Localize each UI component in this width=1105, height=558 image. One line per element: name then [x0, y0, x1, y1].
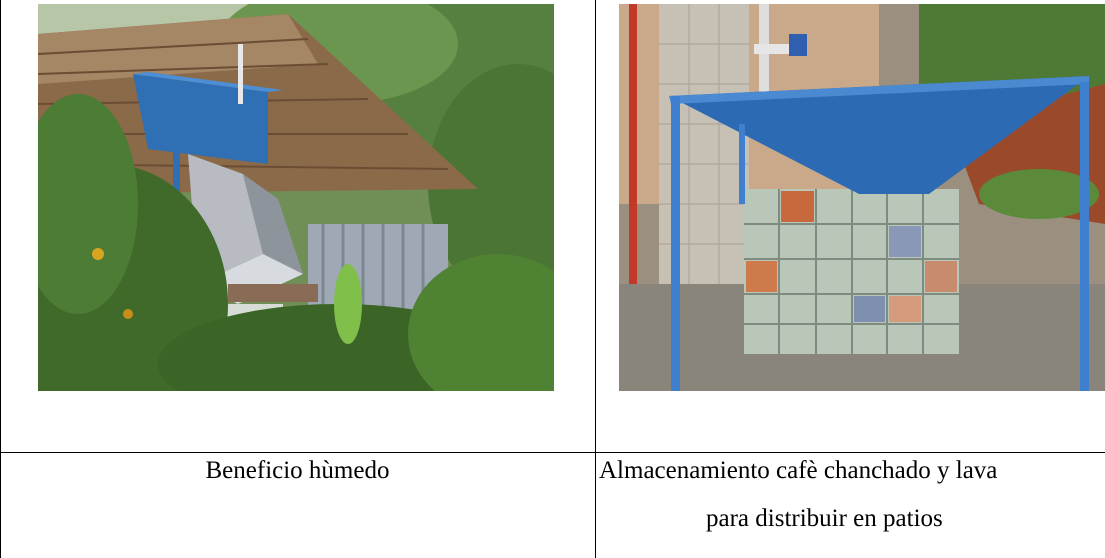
photo-almacenamiento-cafe — [619, 4, 1105, 391]
caption-line: Beneficio hùmedo — [205, 457, 390, 484]
table-border-left — [0, 0, 1, 558]
caption-line: para distribuir en patios — [706, 505, 943, 532]
photo-beneficio-humedo — [38, 4, 554, 391]
table-row-divider — [0, 452, 1105, 453]
caption-beneficio-humedo: Beneficio hùmedo — [0, 456, 595, 486]
caption-line: Almacenamiento cafè chanchado y lava — [599, 457, 998, 484]
table-column-divider — [595, 0, 596, 558]
caption-almacenamiento-cafe: Almacenamiento cafè chanchado y lava par… — [596, 456, 1105, 534]
